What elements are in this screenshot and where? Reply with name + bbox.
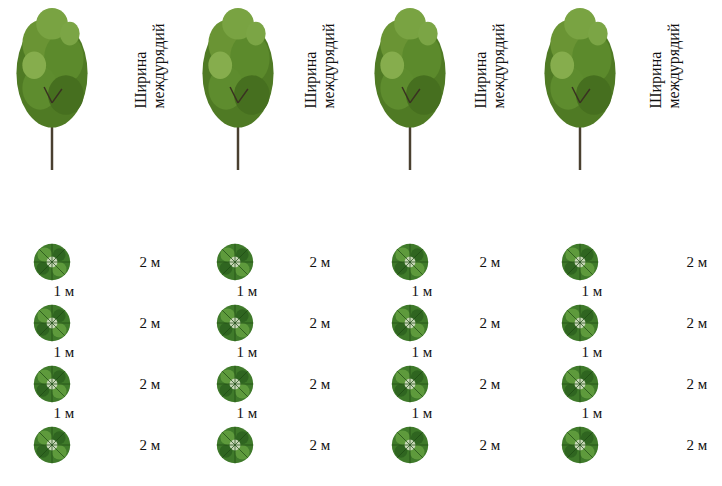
distance-label: 2 м: [140, 255, 161, 270]
distance-label: 2 м: [310, 377, 331, 392]
tree-icon: [374, 8, 445, 170]
distance-label: 2 м: [687, 377, 708, 392]
distance-label: 1 м: [412, 406, 433, 421]
distance-label: 2 м: [310, 255, 331, 270]
shrub-icon: [217, 427, 253, 463]
distance-label: 2 м: [140, 316, 161, 331]
distance-label: 1 м: [54, 406, 75, 421]
shrub-icon: [392, 244, 428, 280]
distance-label: 2 м: [310, 438, 331, 453]
tree-icon: [202, 8, 273, 170]
shrub-icon: [392, 366, 428, 402]
distance-label: 2 м: [310, 316, 331, 331]
tree-icon: [544, 8, 615, 170]
distance-label: 2 м: [480, 377, 501, 392]
distance-label: 1 м: [237, 345, 258, 360]
distance-label: 1 м: [582, 345, 603, 360]
shrub-icon: [217, 305, 253, 341]
shrub-icon: [562, 305, 598, 341]
distance-label: 1 м: [54, 284, 75, 299]
distance-label: 2 м: [687, 438, 708, 453]
shrub-icon: [34, 244, 70, 280]
distance-label: 2 м: [480, 438, 501, 453]
distance-label: 2 м: [687, 316, 708, 331]
distance-label: 1 м: [412, 284, 433, 299]
row-spacing-heading: Ширина междурядий: [472, 8, 507, 108]
shrub-icon: [562, 244, 598, 280]
row-spacing-heading: Ширина междурядий: [647, 8, 682, 108]
row-spacing-heading: Ширина междурядий: [132, 8, 167, 108]
shrub-icon: [217, 366, 253, 402]
distance-label: 2 м: [687, 255, 708, 270]
row-spacing-heading: Ширина междурядий: [302, 8, 337, 108]
distance-label: 1 м: [412, 345, 433, 360]
distance-label: 1 м: [237, 406, 258, 421]
shrub-icon: [34, 366, 70, 402]
shrub-icon: [217, 244, 253, 280]
distance-label: 2 м: [480, 316, 501, 331]
tree-icon: [16, 8, 87, 170]
distance-label: 2 м: [140, 377, 161, 392]
distance-label: 2 м: [140, 438, 161, 453]
shrub-icon: [34, 427, 70, 463]
distance-label: 1 м: [582, 406, 603, 421]
shrub-icon: [562, 427, 598, 463]
distance-label: 1 м: [582, 284, 603, 299]
distance-label: 1 м: [54, 345, 75, 360]
distance-label: 1 м: [237, 284, 258, 299]
shrub-icon: [34, 305, 70, 341]
shrub-icon: [392, 427, 428, 463]
shrub-icon: [392, 305, 428, 341]
distance-label: 2 м: [480, 255, 501, 270]
shrub-icon: [562, 366, 598, 402]
